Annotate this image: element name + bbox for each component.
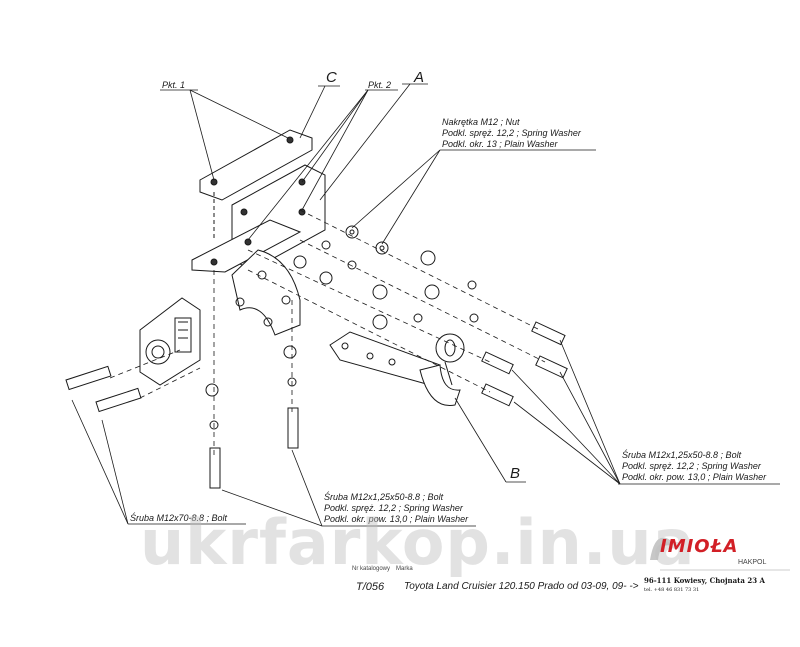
nut-label-line2: Podkl. spręż. 12,2 ; Spring Washer [442, 128, 581, 138]
bolt-center-label-line3: Podkl. okr. pow. 13,0 ; Plain Washer [324, 514, 469, 524]
letter-c-label: C [326, 69, 337, 86]
tow-bar [329, 331, 465, 407]
pkt1-label: Pkt. 1 [162, 80, 186, 90]
bolt-center-label-line1: Śruba M12x1,25x50-8.8 ; Bolt [324, 492, 444, 502]
logo-swoosh [650, 537, 672, 560]
company-phone: tel. +48 46 831 73 31 [644, 587, 700, 593]
watermark-text: ukrfarkop.in.ua [140, 506, 696, 579]
company-address: 96-111 Kowiesy, Chojnata 23 A [644, 576, 765, 585]
bolt-center-label-line2: Podkl. spręż. 12,2 ; Spring Washer [324, 503, 463, 513]
bracket-a [191, 164, 326, 273]
leader-lines [71, 83, 780, 527]
bolt-right-label-line1: Śruba M12x1,25x50-8.8 ; Bolt [622, 450, 742, 460]
nut-label-line1: Nakrętka M12 ; Nut [442, 117, 520, 127]
catalog-number: T/056 [356, 581, 385, 593]
bolt-right-label-line3: Podkl. okr. pow. 13,0 ; Plain Washer [622, 472, 767, 482]
letter-b-label: B [510, 465, 521, 482]
socket-plate [139, 297, 201, 386]
bolt-left-label: Śruba M12x70-8.8 ; Bolt [130, 513, 228, 523]
nut-label-line3: Podkl. okr. 13 ; Plain Washer [442, 139, 558, 149]
assembly-lines [109, 209, 546, 455]
letter-a-label: A [414, 69, 425, 86]
mount-plate [231, 249, 301, 336]
brand-logo: IMIOŁA [660, 536, 739, 557]
vehicle-model: Toyota Land Cruisier 120.150 Prado od 03… [404, 581, 639, 592]
fastener-set [205, 225, 479, 430]
brand-sub: HAKPOL [738, 559, 767, 566]
pkt2-label: Pkt. 2 [368, 80, 392, 90]
bolt-right-label-line2: Podkl. spręż. 12,2 ; Spring Washer [622, 461, 761, 471]
catalog-no-label: Nr katalogowy [352, 566, 391, 572]
make-label: Marka [396, 566, 413, 572]
